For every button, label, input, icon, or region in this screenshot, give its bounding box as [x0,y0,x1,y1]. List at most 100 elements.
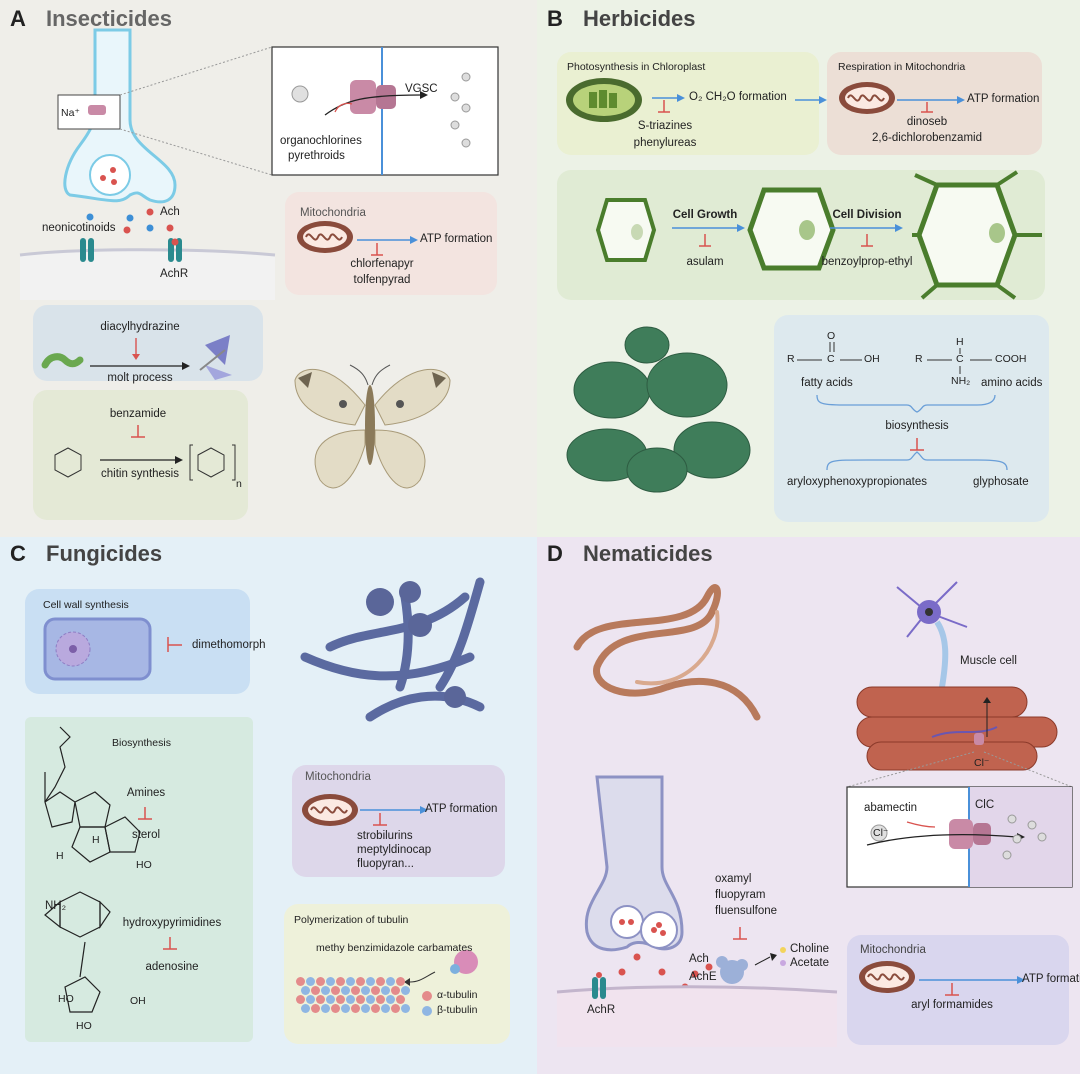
benzoylprop-ethyl-label: benzoylprop-ethyl [821,256,913,268]
tubulin-bead [301,986,310,995]
sterol-label: sterol [131,829,161,841]
tubulin-bead [356,977,365,986]
tubulin-bead [391,986,400,995]
chem-oh: OH [864,353,880,365]
tubulin-bead [306,977,315,986]
mitochondria-title-d: Mitochondria [860,944,926,956]
tubulin-bead [296,995,305,1004]
fungus-hyphae-illustration [300,577,485,722]
tubulin-bead [366,977,375,986]
tubulin-bead [321,1004,330,1013]
tubulin-bead [311,1004,320,1013]
abamectin-label: abamectin [864,802,918,814]
neonicotinoids-label: neonicotinoids [42,222,116,234]
ache-label: AchE [689,971,717,983]
tubulin-bead [381,1004,390,1013]
tubulin-bead [401,986,410,995]
mitochondria-title: Mitochondria [300,207,366,219]
tubulin-bead [326,995,335,1004]
tubulin-bead [376,995,385,1004]
tubulin-bead [301,1004,310,1013]
tubulin-bead [336,977,345,986]
tubulin-bead [321,986,330,995]
sterol-oh: HO [136,859,152,871]
clc-label: ClC [975,799,995,811]
nematode-illustration [573,584,761,721]
ach-label: Ach [160,206,180,218]
achr-label-d: AchR [587,1004,616,1016]
tubulin-bead [366,995,375,1004]
organochlorines-label: organochlorines [280,135,362,147]
biosynthesis-title: Biosynthesis [112,737,171,749]
tubulin-bead [376,977,385,986]
oxamyl-label: oxamyl [715,873,752,885]
ribose-ho1: HO [58,993,74,1005]
pyrethroids-label: pyrethroids [288,150,345,162]
dimethomorph-label: dimethomorph [192,639,266,651]
tubulin-bead [381,986,390,995]
muscle-cell-label: Muscle cell [960,655,1017,667]
phenylureas-label: phenylureas [633,137,697,149]
fluopyram-label: fluopyram [715,889,766,901]
tubulin-bead [396,995,405,1004]
diacylhydrazine-label: diacylhydrazine [100,321,180,333]
mitochondria-title-c: Mitochondria [305,771,371,783]
chitin-synthesis-label: chitin synthesis [101,468,179,480]
cl-label-channel: Cl⁻ [873,827,889,839]
molt-process-label: molt process [107,372,173,384]
tubulin-bead [341,1004,350,1013]
beta-tubulin-label: β-tubulin [437,1004,478,1016]
chem-r1: R [787,353,795,365]
tubulin-bead [306,995,315,1004]
herbicide-illustration [557,52,1049,522]
biosynthesis-label: biosynthesis [885,420,949,432]
ach-label-d: Ach [689,953,709,965]
chem-c2: C [956,353,964,365]
chem-r2: R [915,353,923,365]
dinoseb-label: dinoseb [906,116,948,128]
tubulin-bead [351,986,360,995]
fluensulfone-label: fluensulfone [715,905,778,917]
amines-label: Amines [126,787,166,799]
vgsc-label: VGSC [405,83,438,95]
photosynthesis-title: Photosynthesis in Chloroplast [567,61,706,73]
strobilurins-label: strobilurins [357,830,413,842]
chem-h: H [956,336,964,348]
cell-wall-synthesis-title: Cell wall synthesis [43,599,129,611]
nematicide-illustration [556,581,1073,1047]
tubulin-bead [326,977,335,986]
tubulin-bead [401,1004,410,1013]
methy-benzimidazole-label: methy benzimidazole carbamates [316,942,473,954]
chlorfenapyr-label: chlorfenapyr [350,258,414,270]
sterol-h2: H [56,850,64,862]
meptyldinocap-label: meptyldinocap [357,844,432,856]
acetate-label: Acetate [790,957,829,969]
butterfly-illustration [294,364,451,489]
neuron-synapse-illustration [19,28,499,520]
tubulin-bead [316,995,325,1004]
atp-formation-label-c: ATP formation [425,803,498,815]
fluopyran-label: fluopyran... [357,858,414,870]
tubulin-bead [396,977,405,986]
atp-formation-label-d: ATP formation [1022,973,1080,985]
ribose-oh: OH [130,995,146,1007]
ribose-ho2: HO [76,1020,92,1032]
tubulin-bead [386,995,395,1004]
respiration-title: Respiration in Mitochondria [838,61,966,73]
tubulin-polymer [296,977,410,1017]
sterol-h1: H [92,834,100,846]
aryloxyphenoxypropionates-label: aryloxyphenoxypropionates [787,476,928,488]
tubulin-bead [371,986,380,995]
alpha-tubulin-label: α-tubulin [437,989,478,1001]
glyphosate-label: glyphosate [973,476,1029,488]
chem-nh2: NH₂ [951,375,971,387]
tubulin-bead [361,986,370,995]
tolfenpyrad-label: tolfenpyrad [353,274,411,286]
